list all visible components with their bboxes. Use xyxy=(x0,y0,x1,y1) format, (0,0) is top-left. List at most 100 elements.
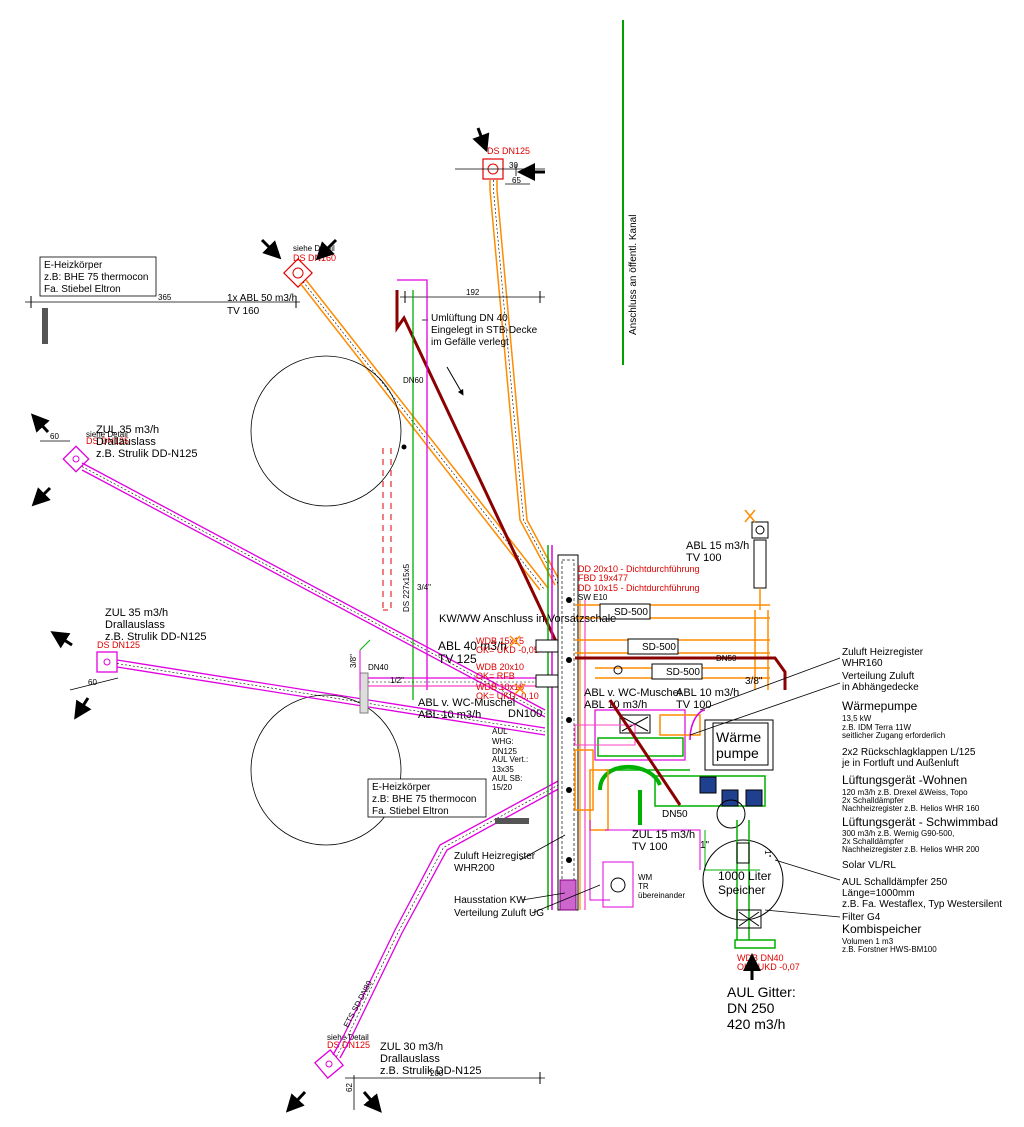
svg-text:Hausstation KW: Hausstation KW xyxy=(454,895,526,906)
ventilation-units-cluster: DN50 xyxy=(574,699,774,901)
e-heater-label-2: E-Heizkörper z.B: BHE 75 thermocon Fa. S… xyxy=(367,778,529,824)
svg-text:im Gefälle verlegt: im Gefälle verlegt xyxy=(431,337,509,348)
svg-text:65: 65 xyxy=(512,176,521,185)
svg-text:WM: WM xyxy=(638,873,653,882)
svg-text:Länge=1000mm: Länge=1000mm xyxy=(842,888,915,899)
svg-text:3/8": 3/8" xyxy=(349,654,358,668)
svg-text:Zuluft Heizregister: Zuluft Heizregister xyxy=(454,851,536,862)
svg-text:z.B. IDM Terra 11W: z.B. IDM Terra 11W xyxy=(842,723,912,732)
svg-text:Kombispeicher: Kombispeicher xyxy=(842,922,921,936)
svg-text:OK= UKD -0,07: OK= UKD -0,07 xyxy=(737,962,800,972)
aul-inlet-labels: AUL WHG: DN125 AUL Vert.: 13x35 AUL SB: … xyxy=(492,727,528,792)
central-shaft xyxy=(547,545,586,911)
svg-text:1x ABL 50 m3/h: 1x ABL 50 m3/h xyxy=(227,293,297,304)
svg-text:Umlüftung DN 40: Umlüftung DN 40 xyxy=(431,313,508,324)
svg-text:Zuluft Heizregister: Zuluft Heizregister xyxy=(842,647,924,658)
svg-text:TR: TR xyxy=(638,882,649,891)
sd500-damper-1: SD-500 xyxy=(599,603,651,620)
svg-text:z.B. Strulik DD-N125: z.B. Strulik DD-N125 xyxy=(105,631,206,643)
round-column-lower xyxy=(250,694,402,846)
marker-dot xyxy=(401,444,407,450)
svg-text:E-Heizkörper: E-Heizkörper xyxy=(44,260,103,271)
svg-text:Filter G4: Filter G4 xyxy=(842,912,881,923)
svg-text:60: 60 xyxy=(88,678,97,687)
svg-text:ZUL 35 m3/h: ZUL 35 m3/h xyxy=(105,607,168,619)
vertical-service-lines: DN60 DS 227x15x5 3/4" xyxy=(397,279,431,700)
svg-text:KW/WW Anschluss in Vorsatzsch: KW/WW Anschluss in Vorsatzschale xyxy=(439,613,616,625)
zul35-outlet-b: ZUL 35 m3/h Drallauslass z.B. Strulik DD… xyxy=(50,607,546,736)
svg-text:DN60: DN60 xyxy=(403,376,424,385)
arrow-icon xyxy=(472,127,490,153)
svg-text:DS DN125: DS DN125 xyxy=(97,640,140,650)
svg-text:z.B: BHE 75 thermocon: z.B: BHE 75 thermocon xyxy=(372,794,477,805)
svg-text:DS 227x15x5: DS 227x15x5 xyxy=(402,563,411,612)
svg-text:SW E10: SW E10 xyxy=(578,593,608,602)
svg-text:Verteilung Zuluft UG: Verteilung Zuluft UG xyxy=(454,908,544,919)
svg-text:Verteilung Zuluft: Verteilung Zuluft xyxy=(842,671,914,682)
sd500-damper-2: SD-500 xyxy=(627,638,679,655)
svg-text:E-Heizkörper: E-Heizkörper xyxy=(372,782,431,793)
svg-text:DN100: DN100 xyxy=(508,708,542,720)
wc-exhaust-labels: ABL v. WC-Muschel ABL 10 m3/h ABL v. WC-… xyxy=(418,687,739,721)
zul35-outlet-a: ZUL 35 m3/h siehe Detail DS DN125 Dralla… xyxy=(30,413,546,718)
arrow-icon xyxy=(50,631,73,649)
svg-text:2x Schalldämpfer: 2x Schalldämpfer xyxy=(842,796,904,805)
svg-text:Lüftungsgerät -Wohnen: Lüftungsgerät -Wohnen xyxy=(842,773,967,787)
svg-text:in Abhängedecke: in Abhängedecke xyxy=(842,682,919,693)
svg-text:AUL: AUL xyxy=(492,727,508,736)
svg-text:Fa. Stiebel Eltron: Fa. Stiebel Eltron xyxy=(44,284,121,295)
svg-text:DD 10x15 - Dichtdurchführung: DD 10x15 - Dichtdurchführung xyxy=(578,583,700,593)
svg-text:15/20: 15/20 xyxy=(492,783,513,792)
svg-text:AUL SB:: AUL SB: xyxy=(492,774,522,783)
svg-text:seitlicher Zugang erforderlich: seitlicher Zugang erforderlich xyxy=(842,731,945,740)
svg-text:ABL 15 m3/h: ABL 15 m3/h xyxy=(686,540,749,552)
dimension-365: 365 1x ABL 50 m3/h TV 160 xyxy=(25,293,300,317)
svg-text:ABL 40 m3/h: ABL 40 m3/h xyxy=(438,639,507,653)
right-legend: Zuluft Heizregister WHR160 Verteilung Zu… xyxy=(689,647,1002,954)
abl15-outlet: ABL 15 m3/h TV 100 xyxy=(686,509,769,610)
svg-text:WHG:: WHG: xyxy=(492,737,514,746)
dimension-192: 192 xyxy=(400,288,545,303)
sd500-damper-3: SD-500 xyxy=(613,663,703,680)
arrow-icon xyxy=(285,1090,307,1113)
svg-text:Speicher: Speicher xyxy=(718,883,765,897)
svg-text:DD 20x10 - Dichtdurchführung: DD 20x10 - Dichtdurchführung xyxy=(578,564,700,574)
svg-text:Nachheizregister z.B. Helios W: Nachheizregister z.B. Helios WHR 200 xyxy=(842,845,980,854)
svg-text:Drallauslass: Drallauslass xyxy=(96,436,156,448)
horizontal-abl-ducts: DN40 3/8" 1/2" xyxy=(349,639,545,714)
svg-text:DN125: DN125 xyxy=(492,747,517,756)
heat-pump-box: Wärme pumpe xyxy=(712,722,769,766)
abl40-labels: ABL 40 m3/h TV 125 WDB 15x15 OK= UKD -0,… xyxy=(438,635,559,701)
svg-text:AUL Schalldämpfer 250: AUL Schalldämpfer 250 xyxy=(842,877,948,888)
svg-text:OK= UKD -0,05: OK= UKD -0,05 xyxy=(476,645,539,655)
label-1-inch: 1" xyxy=(700,840,710,851)
top-ds-dn125-outlet: DS DN125 30 65 xyxy=(455,127,545,185)
arrow-icon xyxy=(315,238,338,261)
svg-text:DN40: DN40 xyxy=(368,663,389,672)
svg-text:DN 250: DN 250 xyxy=(727,1000,775,1016)
svg-text:300 m3/h z.B. Wernig G90-500,: 300 m3/h z.B. Wernig G90-500, xyxy=(842,829,954,838)
svg-text:OK= UKD -0,10: OK= UKD -0,10 xyxy=(476,691,539,701)
svg-text:AUL Gitter:: AUL Gitter: xyxy=(727,984,796,1000)
svg-text:FBD 19x477: FBD 19x477 xyxy=(578,573,628,583)
svg-text:60: 60 xyxy=(50,432,59,441)
svg-text:420 m3/h: 420 m3/h xyxy=(727,1016,785,1032)
svg-text:ABL 10 m3/h: ABL 10 m3/h xyxy=(418,709,481,721)
svg-text:übereinander: übereinander xyxy=(638,891,685,900)
svg-text:ZUL 30 m3/h: ZUL 30 m3/h xyxy=(380,1041,443,1053)
dashed-wall-mark xyxy=(382,448,392,611)
svg-text:WDB 20x10: WDB 20x10 xyxy=(476,662,524,672)
svg-text:DS DN160: DS DN160 xyxy=(293,253,336,263)
svg-text:DN50: DN50 xyxy=(662,809,688,820)
svg-text:WHR160: WHR160 xyxy=(842,658,883,669)
arrow-icon xyxy=(30,413,50,434)
svg-text:z.B. Forstner HWS-BM100: z.B. Forstner HWS-BM100 xyxy=(842,945,937,954)
svg-text:z.B. Fa. Westaflex, Typ Wester: z.B. Fa. Westaflex, Typ Westersilent xyxy=(842,899,1002,910)
top-exhaust-duct xyxy=(489,180,563,586)
svg-text:13,5 kW: 13,5 kW xyxy=(842,714,872,723)
svg-text:siehe Detail: siehe Detail xyxy=(86,430,128,439)
svg-text:1": 1" xyxy=(763,850,772,857)
svg-text:Lüftungsgerät - Schwimmbad: Lüftungsgerät - Schwimmbad xyxy=(842,815,998,829)
label-sewer-connection: Anschluss an öffentl. Kanal xyxy=(628,215,639,335)
